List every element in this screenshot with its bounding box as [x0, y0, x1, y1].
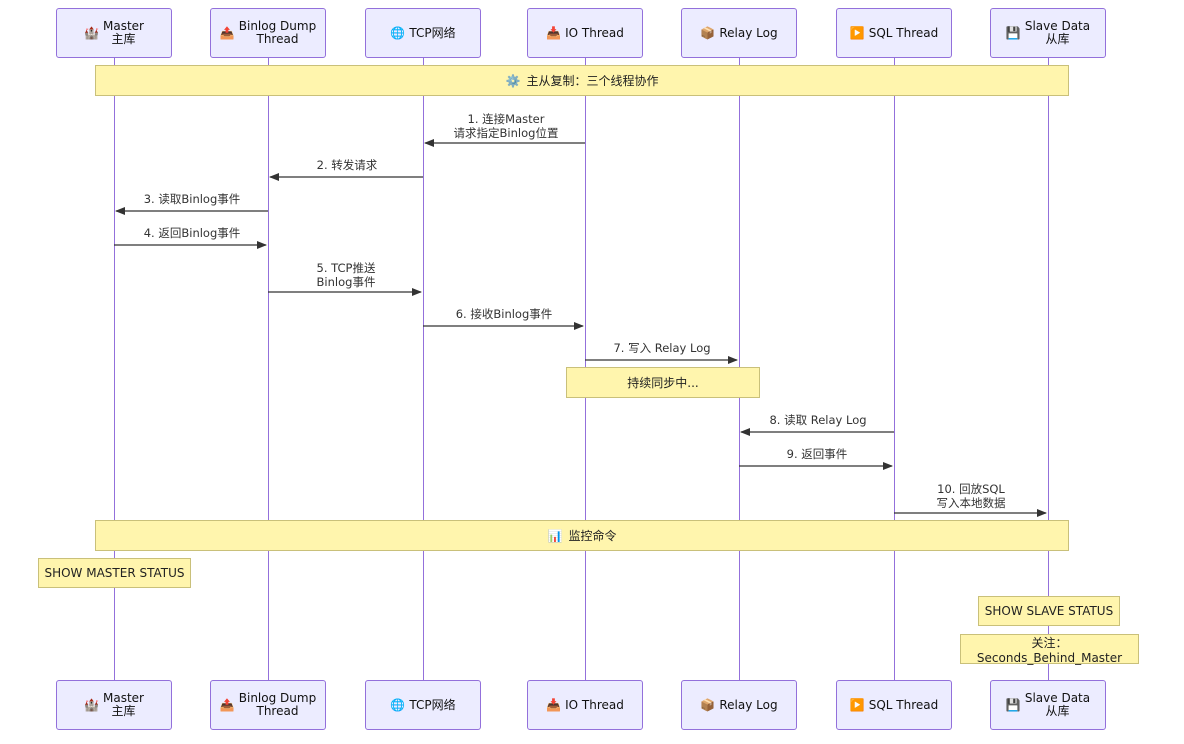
- castle-icon: 🏰: [84, 25, 99, 40]
- message-label-7: 7. 写入 Relay Log: [613, 341, 711, 355]
- message-label-8: 8. 读取 Relay Log: [769, 413, 867, 427]
- message-label-9: 9. 返回事件: [786, 447, 848, 461]
- floppy-disk-icon: 💾: [1005, 697, 1021, 712]
- message-label-6: 6. 接收Binlog事件: [455, 307, 553, 321]
- bar-chart-icon: 📊: [547, 528, 563, 543]
- attention-note: 关注：Seconds_Behind_Master: [960, 634, 1139, 665]
- participant-sql-thread-bottom: ▶️ SQL Thread: [836, 680, 952, 730]
- castle-icon: 🏰: [84, 697, 99, 712]
- monitor-banner: 📊 监控命令: [95, 520, 1069, 551]
- participant-label: SQL Thread: [868, 697, 939, 712]
- participant-label: Master 主库: [102, 19, 144, 46]
- show-slave-status-note: SHOW SLAVE STATUS: [978, 596, 1120, 626]
- message-label-4: 4. 返回Binlog事件: [143, 226, 241, 240]
- participant-label: Binlog Dump Thread: [238, 691, 317, 718]
- message-label-1: 1. 连接Master 请求指定Binlog位置: [453, 112, 559, 140]
- package-icon: 📦: [700, 25, 716, 40]
- participant-slave-data-bottom: 💾 Slave Data 从库: [990, 680, 1106, 730]
- floppy-disk-icon: 💾: [1005, 25, 1021, 40]
- participant-label: Relay Log: [719, 25, 778, 40]
- participant-label: TCP网络: [409, 697, 456, 712]
- banner-text: 监控命令: [568, 529, 617, 543]
- package-icon: 📦: [700, 697, 716, 712]
- participant-io-thread-bottom: 📥 IO Thread: [527, 680, 643, 730]
- replication-banner: ⚙️ 主从复制：三个线程协作: [95, 65, 1069, 96]
- participant-label: Binlog Dump Thread: [238, 19, 317, 46]
- lifeline-tcp: [423, 58, 424, 680]
- outbox-icon: 📤: [219, 25, 235, 40]
- participant-label: Relay Log: [719, 697, 778, 712]
- globe-icon: 🌐: [390, 697, 406, 712]
- participant-relay-log-top: 📦 Relay Log: [681, 8, 797, 58]
- globe-icon: 🌐: [390, 25, 406, 40]
- outbox-icon: 📤: [219, 697, 235, 712]
- participant-io-thread-top: 📥 IO Thread: [527, 8, 643, 58]
- participant-master-bottom: 🏰 Master 主库: [56, 680, 172, 730]
- participant-sql-thread-top: ▶️ SQL Thread: [836, 8, 952, 58]
- participant-label: IO Thread: [565, 25, 624, 40]
- participant-label: Slave Data 从库: [1024, 19, 1091, 46]
- participant-binlog-dump-bottom: 📤 Binlog Dump Thread: [210, 680, 326, 730]
- participant-label: TCP网络: [409, 25, 456, 40]
- participant-label: Master 主库: [102, 691, 144, 718]
- lifeline-slave-data: [1048, 58, 1049, 680]
- participant-master-top: 🏰 Master 主库: [56, 8, 172, 58]
- gear-icon: ⚙️: [505, 73, 521, 88]
- inbox-icon: 📥: [546, 25, 562, 40]
- show-master-status-note: SHOW MASTER STATUS: [38, 558, 191, 588]
- message-label-5: 5. TCP推送 Binlog事件: [316, 261, 376, 289]
- participant-slave-data-top: 💾 Slave Data 从库: [990, 8, 1106, 58]
- sync-note: 持续同步中...: [566, 367, 760, 398]
- participant-label: IO Thread: [565, 697, 624, 712]
- play-icon: ▶️: [849, 697, 865, 712]
- lifeline-binlog-dump: [268, 58, 269, 680]
- participant-tcp-top: 🌐 TCP网络: [365, 8, 481, 58]
- participant-label: SQL Thread: [868, 25, 939, 40]
- participant-tcp-bottom: 🌐 TCP网络: [365, 680, 481, 730]
- lifeline-sql-thread: [894, 58, 895, 680]
- participant-relay-log-bottom: 📦 Relay Log: [681, 680, 797, 730]
- message-label-3: 3. 读取Binlog事件: [143, 192, 241, 206]
- inbox-icon: 📥: [546, 697, 562, 712]
- participant-binlog-dump-top: 📤 Binlog Dump Thread: [210, 8, 326, 58]
- message-label-2: 2. 转发请求: [316, 158, 378, 172]
- lifeline-master: [114, 58, 115, 680]
- play-icon: ▶️: [849, 25, 865, 40]
- participant-label: Slave Data 从库: [1024, 691, 1091, 718]
- message-label-10: 10. 回放SQL 写入本地数据: [936, 482, 1006, 510]
- banner-text: 主从复制：三个线程协作: [526, 74, 659, 88]
